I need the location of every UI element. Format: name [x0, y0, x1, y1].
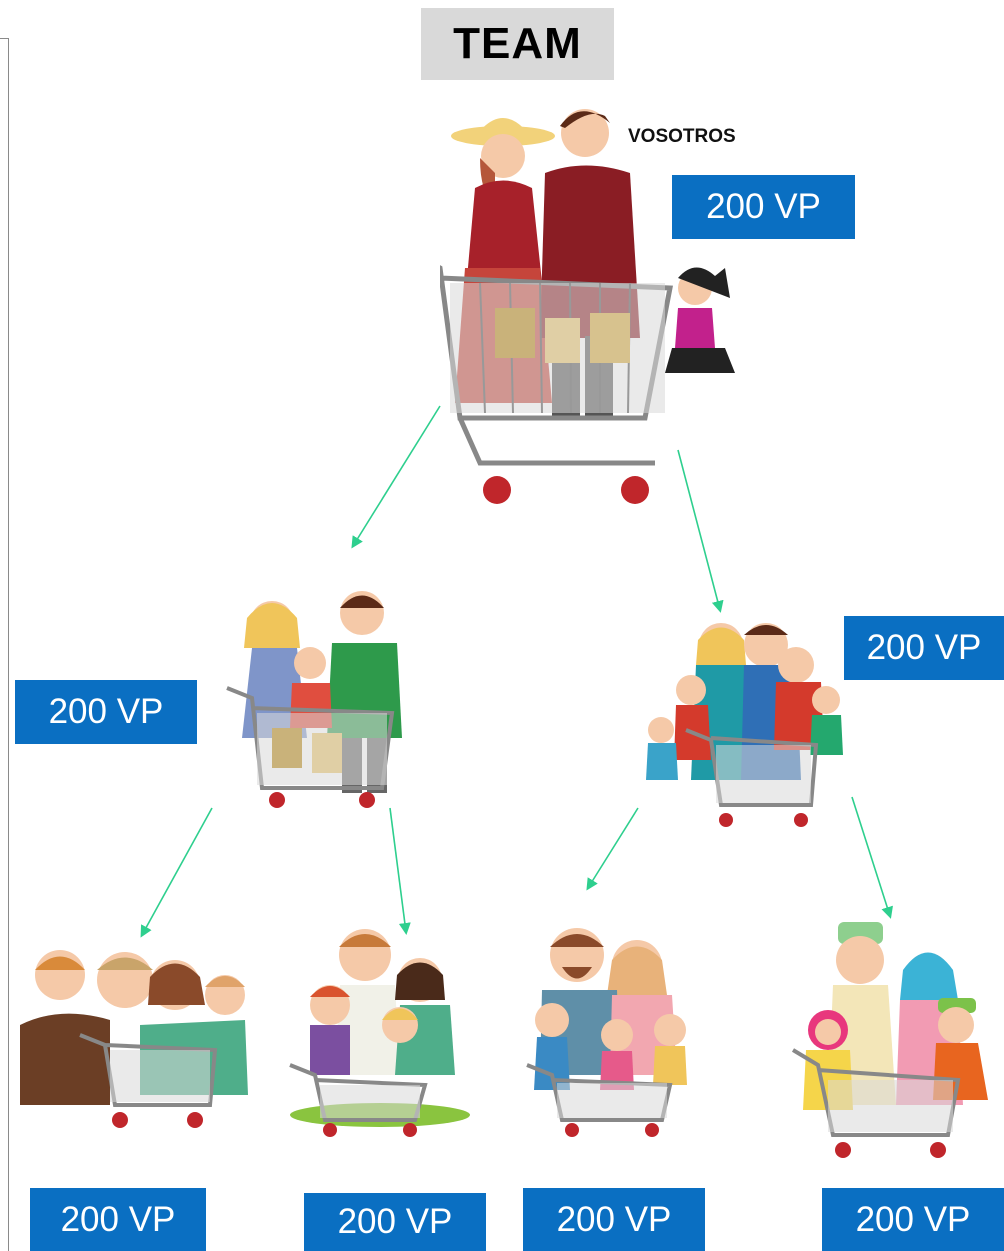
- arrow-root-left: [351, 405, 441, 549]
- frame-border-left: [8, 38, 9, 1251]
- vp-box-left: 200 VP: [15, 680, 197, 744]
- vp-box-lr: 200 VP: [304, 1193, 486, 1251]
- vp-box-ll: 200 VP: [30, 1188, 206, 1251]
- vp-box-right: 200 VP: [844, 616, 1004, 680]
- arrow-left-ll: [140, 807, 213, 938]
- family-cart-rl: [526, 928, 687, 1137]
- family-cart-left: [226, 591, 402, 808]
- you-label: VOSOTROS: [628, 126, 736, 147]
- arrow-left-lr: [389, 807, 411, 935]
- frame-tick: [0, 38, 9, 39]
- family-cart-ll: [20, 950, 248, 1128]
- page-title: TEAM: [453, 19, 582, 68]
- family-cart-right: [646, 623, 843, 827]
- vp-box-rl: 200 VP: [523, 1188, 705, 1251]
- arrow-right-rr: [851, 796, 893, 919]
- arrow-right-rl: [586, 807, 639, 891]
- family-cart-rr: [791, 922, 988, 1158]
- family-cart-lr: [289, 929, 470, 1137]
- family-cart-root: [440, 109, 735, 504]
- arrow-root-right: [677, 449, 724, 613]
- vp-box-rr: 200 VP: [822, 1188, 1004, 1251]
- title-box: TEAM: [421, 8, 614, 80]
- vp-box-root: 200 VP: [672, 175, 855, 239]
